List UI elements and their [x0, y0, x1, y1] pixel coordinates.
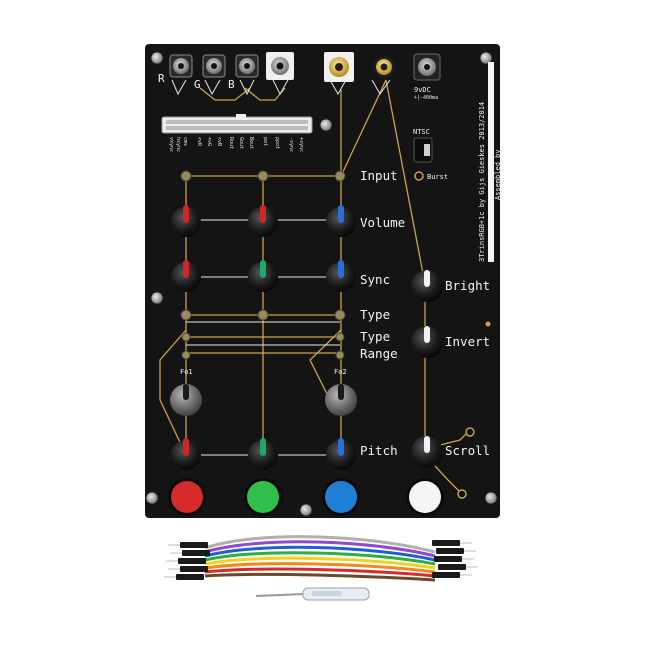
- fo1-label: Fo1: [180, 368, 193, 376]
- red-button[interactable]: [168, 478, 206, 516]
- pin-label: <vR: [196, 137, 202, 147]
- power-label: 9vDC: [414, 86, 431, 94]
- pin-label: <vB: [216, 137, 222, 146]
- label-sync: Sync: [360, 272, 390, 287]
- pitch-knobs[interactable]: [171, 438, 356, 470]
- pin-label: +sync: [298, 137, 304, 152]
- scroll-knob[interactable]: [411, 436, 443, 468]
- jack-label-r: R: [158, 72, 165, 85]
- pin-label: Rout: [228, 137, 234, 149]
- power-sub-label: +|-400ma: [414, 95, 438, 101]
- pin-header: [161, 114, 313, 134]
- pin-label: -sync: [288, 137, 294, 152]
- label-type-2: Type: [360, 329, 390, 344]
- label-input: Input: [360, 168, 398, 183]
- label-volume: Volume: [360, 215, 405, 230]
- range-switches[interactable]: [181, 332, 345, 360]
- sync-knobs[interactable]: [171, 260, 356, 292]
- mounting-screws: [145, 51, 498, 517]
- screwdriver: [255, 587, 370, 601]
- label-type: Type: [360, 307, 390, 322]
- pin-label: Gout: [238, 137, 244, 149]
- jack-label-g: G: [194, 78, 201, 91]
- pin-label: cms: [182, 137, 188, 146]
- fo1-knob[interactable]: [170, 384, 202, 416]
- panel-board: [145, 44, 500, 518]
- label-pitch: Pitch: [360, 443, 398, 458]
- jack-label-b: B: [228, 78, 235, 91]
- green-button[interactable]: [244, 478, 282, 516]
- volume-knobs[interactable]: [171, 205, 356, 237]
- pin-label: vsync: [168, 137, 174, 152]
- jumper-wires: [164, 535, 478, 582]
- credit-strip: [488, 62, 494, 262]
- credit-text: 3TrinsRGB+1c by Gijs Gieskes 2013/2014: [478, 102, 486, 262]
- ntsc-label: NTSC: [413, 128, 430, 136]
- label-scroll: Scroll: [445, 443, 490, 458]
- fo2-label: Fo2: [334, 368, 347, 376]
- scroll-trimmer-2[interactable]: [457, 489, 467, 499]
- invert-knob[interactable]: [411, 326, 443, 358]
- ntsc-switch[interactable]: [413, 137, 433, 163]
- pin-label: Bout: [248, 137, 254, 149]
- credit-text-assembled: Assembled by: [494, 149, 502, 200]
- label-bright: Bright: [445, 278, 490, 293]
- pin-label: pot: [262, 137, 268, 146]
- pin-label: ppot: [274, 137, 280, 149]
- input-jacks: [169, 52, 441, 82]
- white-button[interactable]: [406, 478, 444, 516]
- pin-label: <vG: [206, 137, 212, 146]
- burst-trimmer[interactable]: [414, 171, 424, 181]
- blue-button[interactable]: [322, 478, 360, 516]
- fo2-knob[interactable]: [325, 384, 357, 416]
- label-range: Range: [360, 346, 398, 361]
- type-switches[interactable]: [180, 309, 346, 321]
- input-switches[interactable]: [180, 170, 346, 182]
- pin-label: hsync: [175, 137, 181, 152]
- label-invert: Invert: [445, 334, 490, 349]
- indicator-led: [485, 321, 491, 327]
- scroll-trimmer[interactable]: [465, 427, 475, 437]
- bright-knob[interactable]: [411, 270, 443, 302]
- pin-header-labels: vsync hsync cms <vR <vG <vB Rout Gout Bo…: [168, 137, 304, 152]
- burst-label: Burst: [427, 173, 448, 181]
